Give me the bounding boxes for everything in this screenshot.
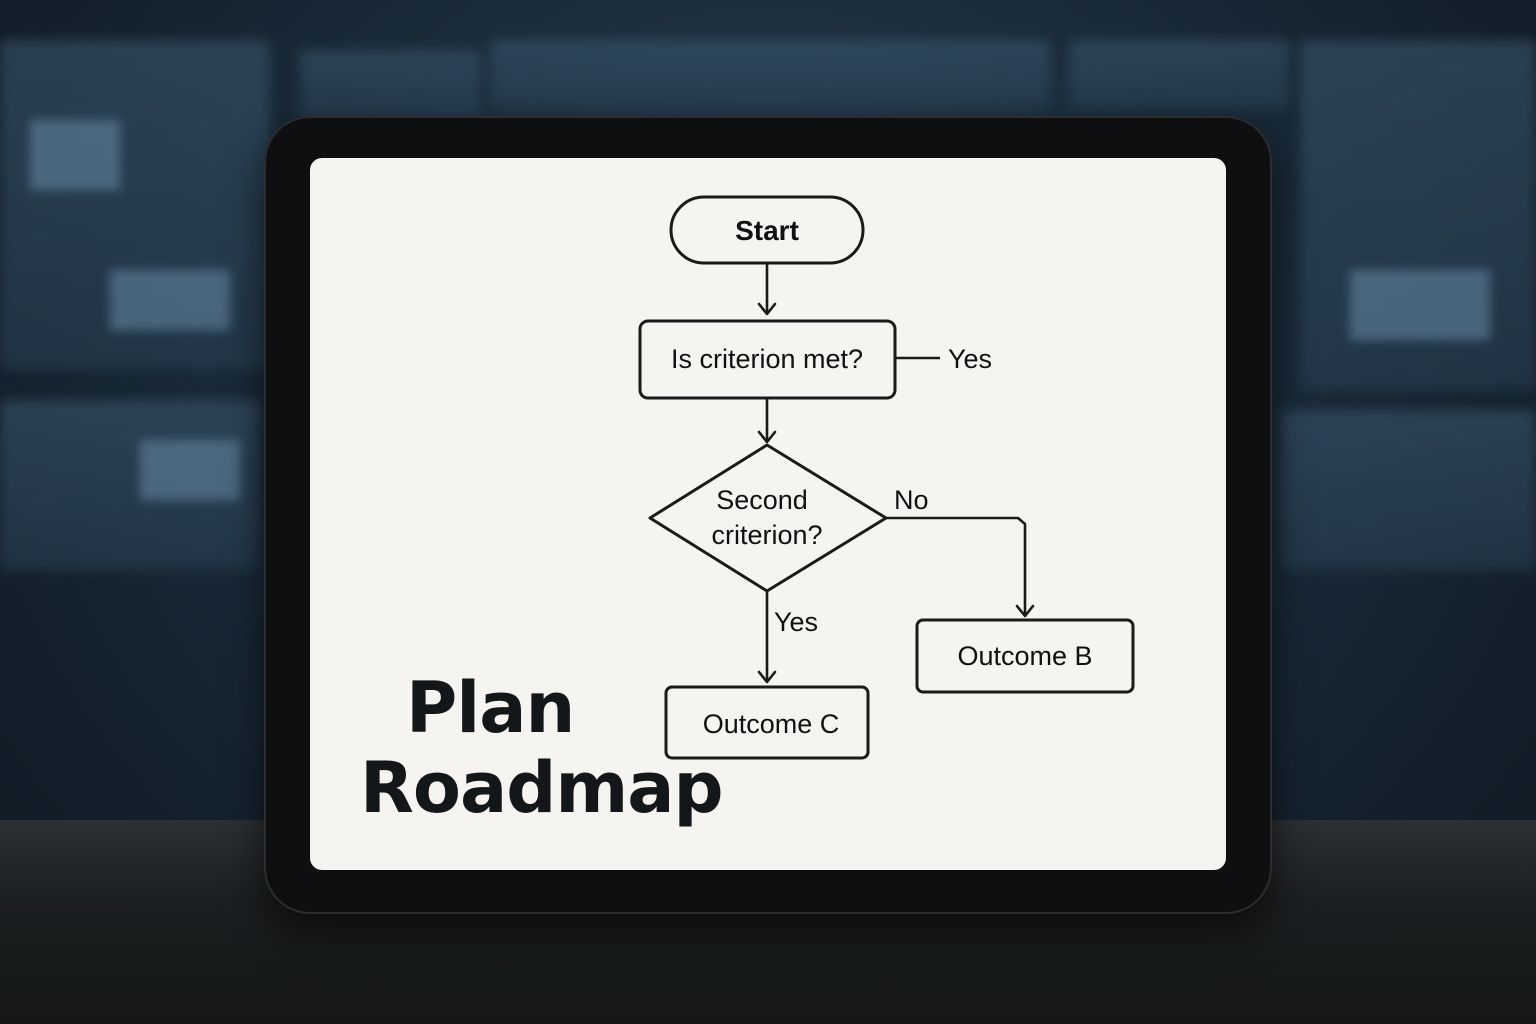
second-yes-label: Yes bbox=[774, 607, 818, 637]
tablet-screen: Start Is criterion met? Yes Second crite… bbox=[310, 158, 1226, 870]
background-chart bbox=[1350, 270, 1490, 340]
second-criterion-label-line2: criterion? bbox=[711, 520, 822, 550]
background-chart bbox=[30, 120, 120, 190]
background-monitor bbox=[1070, 40, 1290, 110]
criterion-node-label: Is criterion met? bbox=[671, 344, 863, 374]
flowchart: Start Is criterion met? Yes Second crite… bbox=[638, 195, 1135, 760]
outcome-b-node bbox=[915, 618, 1135, 694]
background-monitor bbox=[300, 50, 480, 120]
second-criterion-node bbox=[648, 443, 888, 593]
diagram-title-line1: Plan bbox=[406, 667, 575, 749]
outcome-c-label: Outcome C bbox=[703, 709, 840, 739]
criterion-yes-label: Yes bbox=[948, 344, 992, 374]
connector-second-no bbox=[886, 516, 1035, 618]
background-monitor bbox=[1280, 410, 1536, 570]
background-chart bbox=[110, 270, 230, 330]
outcome-c-node bbox=[664, 685, 870, 760]
background-monitor bbox=[490, 40, 1050, 110]
start-node-label: Start bbox=[735, 215, 799, 246]
outcome-b-label: Outcome B bbox=[957, 641, 1092, 671]
criterion-node bbox=[638, 319, 897, 400]
background-chart bbox=[140, 440, 240, 500]
diagram-title-line2: Roadmap bbox=[360, 747, 724, 829]
second-criterion-label-line1: Second bbox=[716, 485, 808, 515]
start-node bbox=[669, 195, 865, 265]
second-no-label: No bbox=[894, 485, 929, 515]
